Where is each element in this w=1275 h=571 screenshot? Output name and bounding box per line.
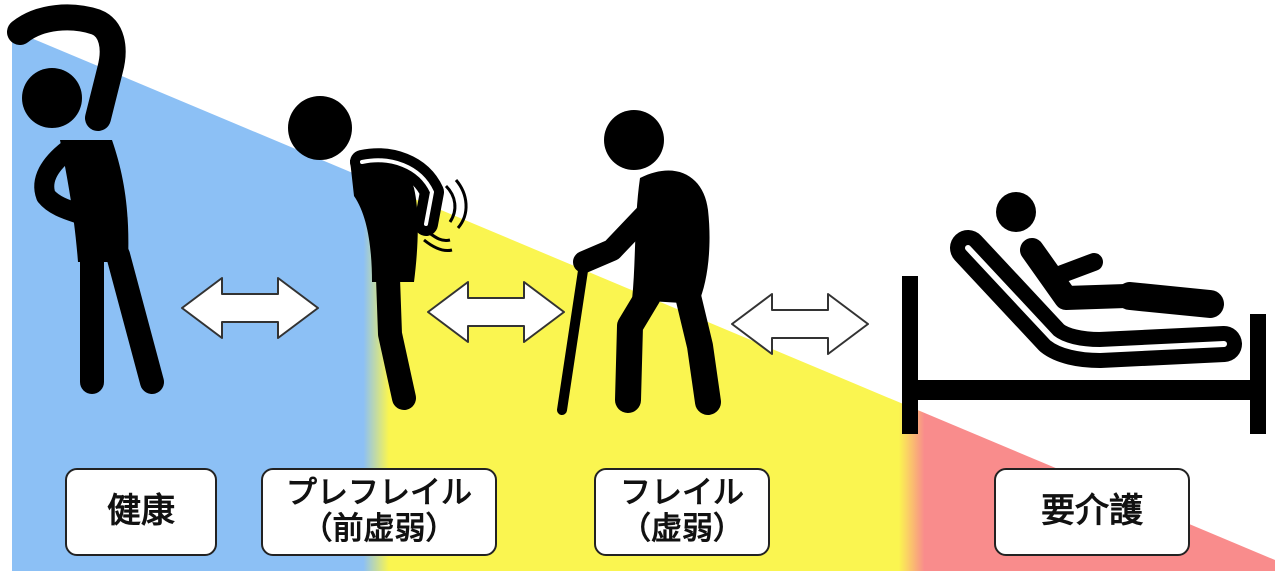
- stretching-person-icon: [7, 4, 164, 394]
- person-in-bed-icon: [902, 192, 1266, 434]
- stage-label-frailty-line2: （虚弱）: [620, 511, 744, 547]
- stage-label-care: 要介護: [994, 468, 1190, 556]
- stage-label-care-text: 要介護: [1041, 491, 1143, 532]
- stage-label-frailty: フレイル （虚弱）: [594, 468, 770, 556]
- stage-label-healthy: 健康: [65, 468, 217, 556]
- bent-over-person-icon: [288, 96, 468, 410]
- person-with-cane-icon: [557, 110, 721, 415]
- double-arrow-icon: [181, 277, 319, 339]
- double-arrow-icon: [731, 293, 869, 355]
- double-arrow-icon: [427, 281, 565, 343]
- stage-label-frailty-line1: フレイル: [620, 475, 744, 512]
- stage-label-prefrailty: プレフレイル （前虚弱）: [261, 468, 497, 556]
- stage-label-healthy-text: 健康: [107, 491, 175, 532]
- stage-label-prefrailty-line1: プレフレイル: [286, 475, 472, 512]
- stage-label-prefrailty-line2: （前虚弱）: [301, 511, 457, 547]
